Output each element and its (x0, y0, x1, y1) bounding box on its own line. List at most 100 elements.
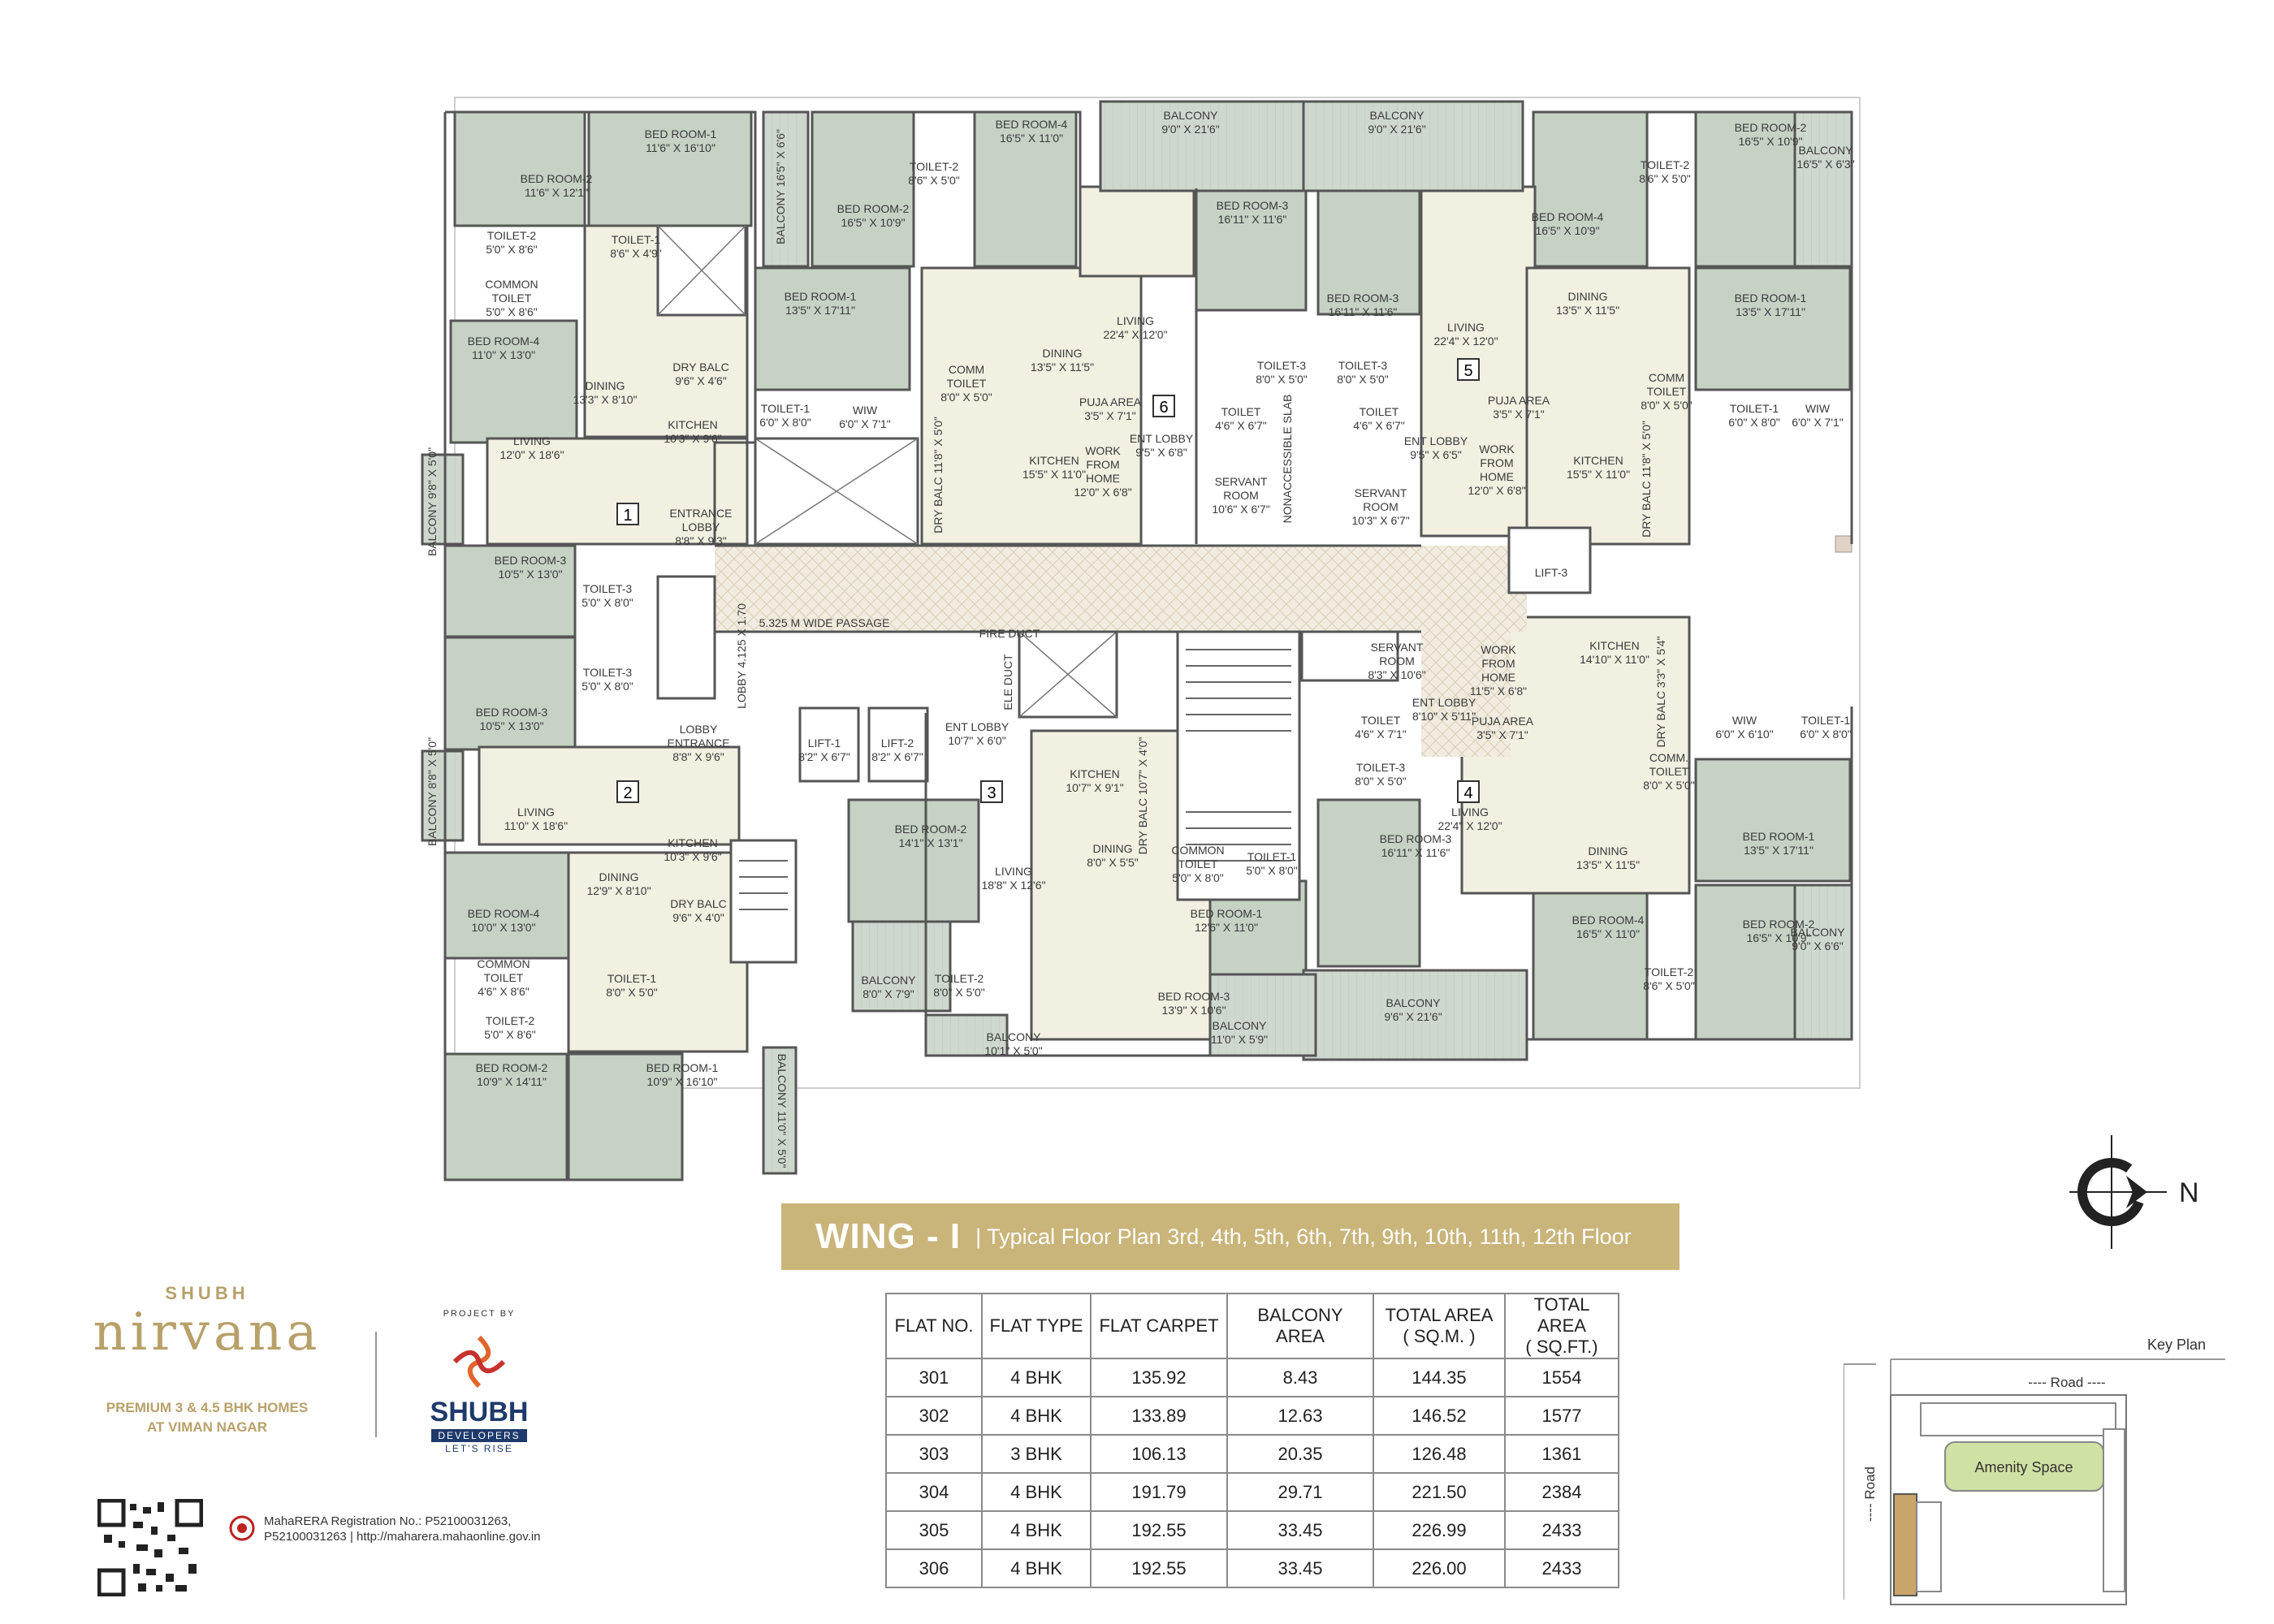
room-name: TOILET (1649, 765, 1689, 778)
room-name: FROM (1481, 657, 1515, 670)
room-name: BED ROOM-4 (1532, 210, 1604, 223)
room-name: ENT LOBBY (1404, 434, 1468, 447)
table-cell: 3 BHK (981, 1434, 1092, 1474)
room-name: TOILET-1 (1730, 402, 1779, 415)
room-dimension: 10'7" X 6'0" (948, 734, 1005, 747)
room-name: BED ROOM-1 (1743, 830, 1815, 843)
table-cell: 192.55 (1090, 1510, 1228, 1550)
room-name: BED ROOM-2 (1735, 121, 1807, 134)
room-dimension: 4'6" X 6'7" (1215, 419, 1267, 432)
room-name: TOILET (1221, 405, 1261, 418)
vertical-room-label: DRY BALC 3'3" X 5'4" (1654, 636, 1667, 747)
room-name: TOILET-3 (1356, 761, 1406, 774)
room-dimension: 8'0" X 5'0" (1256, 373, 1308, 386)
room-name: 5.325 M WIDE PASSAGE (759, 616, 890, 629)
room-name: BED ROOM-1 (1735, 292, 1807, 304)
room-dimension: 8'8" X 9'6" (672, 750, 724, 763)
north-compass: N (2069, 1135, 2199, 1249)
room-name: BED ROOM-2 (476, 1061, 548, 1074)
brand-tagline-1: PREMIUM 3 & 4.5 BHK HOMES (106, 1400, 309, 1415)
room-name: LOBBY (680, 723, 718, 736)
room-dimension: 10'7" X 9'1" (1066, 781, 1123, 794)
room-name: BED ROOM-3 (1217, 199, 1289, 212)
vertical-room-label: NONACCESSIBLE SLAB (1281, 395, 1294, 524)
room-name: TOILET-2 (487, 229, 537, 242)
room-dimension: 8'10" X 5'11" (1412, 710, 1476, 723)
room-name: TOILET-3 (583, 666, 633, 679)
room-dimension: 16'5" X 10'9" (841, 216, 905, 229)
room-name: BED ROOM-4 (468, 335, 540, 348)
room-name: COMM. (1649, 751, 1688, 764)
room-name: WIW (853, 404, 878, 417)
table-cell: 33.45 (1226, 1548, 1374, 1588)
room-name: DINING (1093, 842, 1133, 855)
table-cell: 12.63 (1226, 1396, 1374, 1436)
room-name: HOME (1480, 470, 1514, 483)
room-dimension: 8'2" X 6'7" (871, 750, 923, 763)
brand-shubh: SHUBH (165, 1283, 249, 1303)
keyplan-wing-i-highlight (1893, 1493, 1917, 1596)
room-dimension: 8'0" X 5'0" (606, 986, 658, 999)
vertical-room-label: ELE DUCT (1001, 654, 1014, 710)
room-name: ENTRANCE (667, 736, 729, 749)
developer-slogan: LET'S RISE (445, 1443, 513, 1454)
vertical-labels: BALCONY 16'5" X 6'6"BALCONY 9'8" X 5'0"L… (426, 129, 1667, 1168)
room-dimension: 8'6" X 5'0" (1643, 979, 1695, 992)
qr-code (97, 1499, 203, 1596)
table-cell: 304 (885, 1472, 983, 1512)
room-name: DRY BALC (670, 897, 727, 910)
table-cell: 133.89 (1090, 1396, 1228, 1436)
room-name: TOILET-2 (486, 1014, 535, 1027)
room-name: TOILET (492, 292, 532, 304)
room-name: LIVING (995, 865, 1032, 878)
table-cell: 1361 (1504, 1434, 1619, 1474)
room-name: TOILET-3 (583, 582, 633, 595)
room-dimension: 16'5" X 11'0" (1576, 927, 1640, 940)
room-dimension: 13'5" X 11'5" (1031, 361, 1094, 374)
room-dimension: 5'0" X 8'6" (484, 1028, 536, 1041)
vertical-room-label: DRY BALC 11'8" X 5'0" (1640, 421, 1653, 538)
table-cell: 4 BHK (981, 1548, 1092, 1588)
room-name: BED ROOM-1 (785, 290, 857, 303)
room-dimension: 3'5" X 7'1" (1476, 728, 1528, 741)
room-dimension: 5'0" X 8'6" (486, 305, 538, 318)
room-name: LIFT-1 (808, 736, 841, 749)
room-name: TOILET (484, 971, 524, 984)
room-dimension: 22'4" X 12'0" (1433, 335, 1498, 348)
room-name: COMMON (1171, 844, 1224, 857)
room-dimension: 8'0" X 5'5" (1087, 856, 1139, 869)
table-cell: 226.00 (1373, 1548, 1506, 1588)
room-name: BED ROOM-4 (996, 118, 1068, 131)
developer-name: SHUBH (430, 1397, 529, 1427)
room-name: PUJA AREA (1472, 715, 1534, 728)
room-name: KITCHEN (1029, 454, 1079, 467)
room-dimension: 10'3" X 6'7" (1351, 514, 1409, 527)
room-name: DINING (1568, 290, 1608, 303)
room-dimension: 9'6" X 4'0" (672, 911, 724, 924)
wing-subtitle: | Typical Floor Plan 3rd, 4th, 5th, 6th,… (975, 1224, 1632, 1249)
room-dimension: 11'5" X 6'8" (1470, 685, 1527, 698)
